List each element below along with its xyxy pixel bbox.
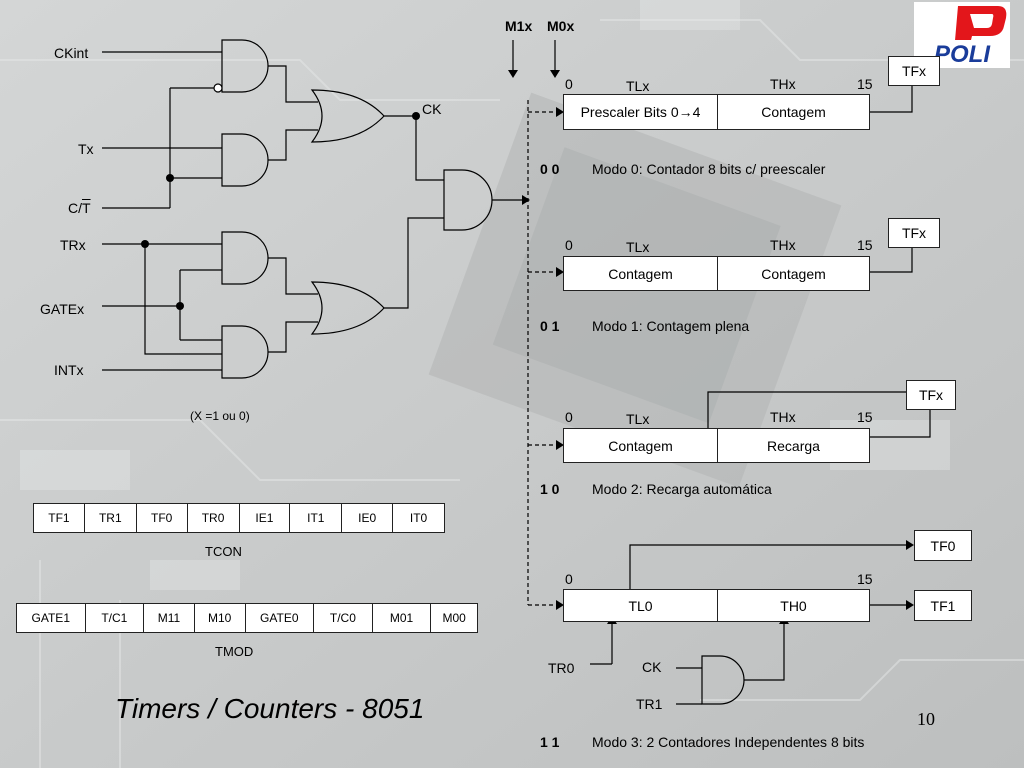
and-gate-trx xyxy=(221,231,269,285)
mode2-flag: TFx xyxy=(906,380,956,410)
mode1-low-box: Contagem xyxy=(563,256,718,291)
mode0-flag: TFx xyxy=(888,56,940,86)
mode0-tl-label: TLx xyxy=(626,78,650,94)
note-label: (X =1 ou 0) xyxy=(190,409,250,423)
mode0-start: 0 xyxy=(565,76,573,92)
tmod-bit-6: M01 xyxy=(373,604,432,632)
mode0-low-box: Prescaler Bits 0→4 xyxy=(563,94,718,130)
ct-label: C/T xyxy=(68,200,91,216)
and-gate-final xyxy=(443,169,493,231)
tcon-bit-0: TF1 xyxy=(34,504,85,532)
tmod-name: TMOD xyxy=(215,644,254,659)
tcon-bit-5: IT1 xyxy=(290,504,343,532)
m1-label: M1x xyxy=(505,18,533,34)
tmod-bit-3: M10 xyxy=(195,604,246,632)
or-gate-enable xyxy=(310,281,385,335)
mode1-end: 15 xyxy=(857,237,873,253)
mode3-tr0-label: TR0 xyxy=(548,660,575,676)
m0-label: M0x xyxy=(547,18,575,34)
mode2-end: 15 xyxy=(857,409,873,425)
ckint-label: CKint xyxy=(54,45,89,61)
tcon-name: TCON xyxy=(205,544,242,559)
and-gate-ckint xyxy=(221,39,269,93)
tmod-bit-1: T/C1 xyxy=(86,604,145,632)
and-gate-intx xyxy=(221,325,269,379)
tcon-bit-4: IE1 xyxy=(240,504,291,532)
tmod-bit-7: M00 xyxy=(442,611,466,625)
tmod-bit-0: GATE1 xyxy=(17,604,86,632)
tcon-bit-1: TR1 xyxy=(85,504,137,532)
and-gate-mode3 xyxy=(701,655,745,705)
mode0-end: 15 xyxy=(857,76,873,92)
and-gate-tx xyxy=(221,133,269,187)
mode0-high-box: Contagem xyxy=(717,94,870,130)
page-number: 10 xyxy=(917,709,935,729)
mode3-start: 0 xyxy=(565,571,573,587)
logo-text: POLI xyxy=(934,41,991,68)
mode1-high-box: Contagem xyxy=(717,256,870,291)
tmod-bit-2: M11 xyxy=(144,604,195,632)
mode3-th0-box: TH0 xyxy=(717,589,870,622)
mode0-th-label: THx xyxy=(770,76,796,92)
tcon-bit-3: TR0 xyxy=(188,504,240,532)
mode3-ck-label: CK xyxy=(642,659,662,675)
tx-label: Tx xyxy=(78,141,94,157)
mode2-low-box: Contagem xyxy=(563,428,718,463)
gatex-label: GATEx xyxy=(40,301,85,317)
mode3-tf0-flag: TF0 xyxy=(914,530,972,561)
or-gate-clock xyxy=(310,89,385,143)
mode3-tr1-label: TR1 xyxy=(636,696,663,712)
mode2-high-box: Recarga xyxy=(717,428,870,463)
poli-logo: POLI xyxy=(914,2,1010,68)
tmod-bit-4: GATE0 xyxy=(246,604,315,632)
intx-label: INTx xyxy=(54,362,84,378)
slide-title: Timers / Counters - 8051 xyxy=(115,693,425,724)
mode1-flag: TFx xyxy=(888,218,940,248)
tcon-bit-7: IT0 xyxy=(409,511,428,525)
mode3-tf1-flag: TF1 xyxy=(914,590,972,621)
mode1-start: 0 xyxy=(565,237,573,253)
mode2-tl-label: TLx xyxy=(626,411,650,427)
mode3-end: 15 xyxy=(857,571,873,587)
mode2-th-label: THx xyxy=(770,409,796,425)
mode3-tl0-box: TL0 xyxy=(563,589,718,622)
mode1-tl-label: TLx xyxy=(626,239,650,255)
mode1-th-label: THx xyxy=(770,237,796,253)
tcon-bit-6: IE0 xyxy=(342,504,394,532)
trx-label: TRx xyxy=(60,237,86,253)
ck-label: CK xyxy=(422,101,442,117)
mode2-start: 0 xyxy=(565,409,573,425)
tcon-bit-2: TF0 xyxy=(137,504,188,532)
tmod-bit-5: T/C0 xyxy=(314,604,373,632)
